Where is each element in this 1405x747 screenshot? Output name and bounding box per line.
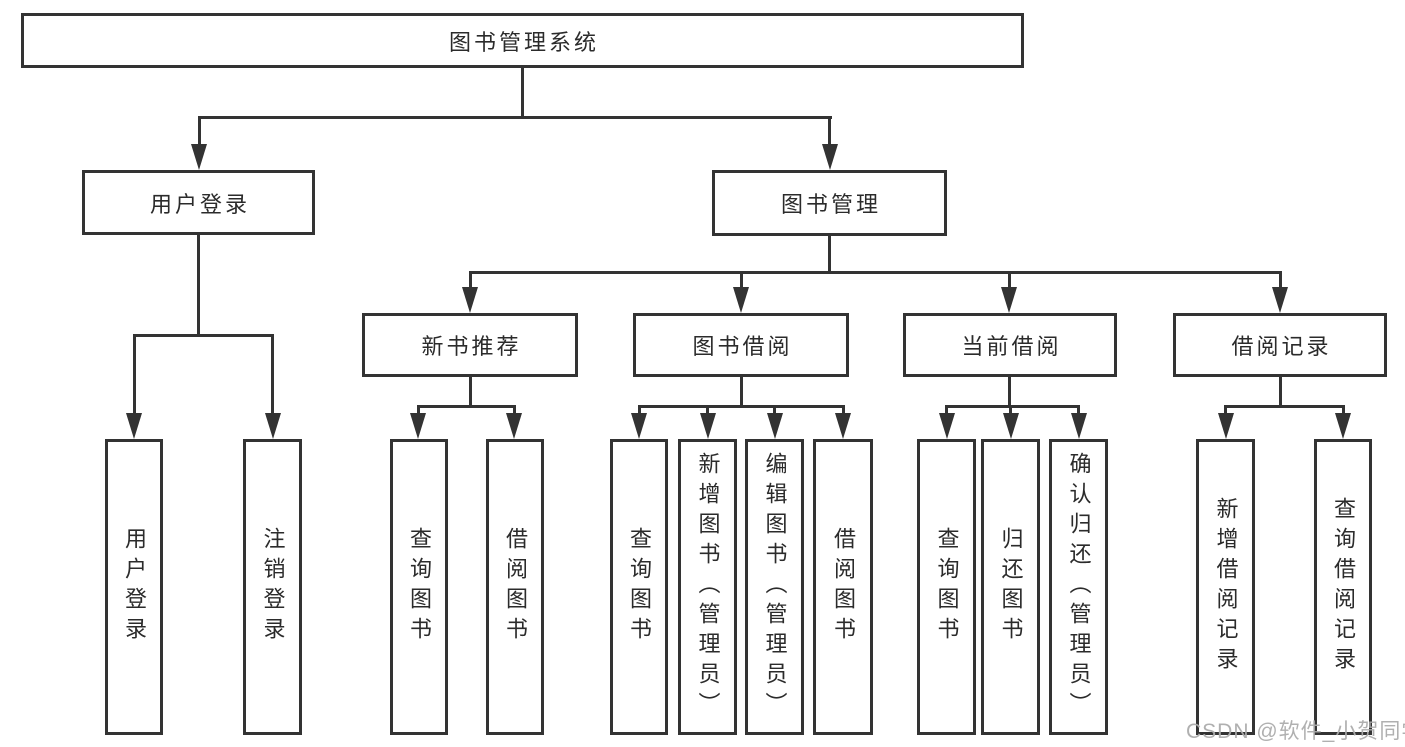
- csdn-watermark: CSDN @软件_小贺同学: [1186, 720, 1405, 743]
- arrow-down-icon: [410, 413, 426, 439]
- leaf-add-books-admin: 新增图书（管理员）: [678, 439, 737, 735]
- leaf-label: 编辑图书（管理员）: [762, 452, 788, 722]
- arrow-down-icon: [1272, 287, 1288, 313]
- connector-line: [133, 334, 274, 337]
- leaf-label: 新增图书（管理员）: [695, 452, 721, 722]
- connector-line: [417, 405, 515, 408]
- connector-line: [513, 405, 516, 417]
- leaf-query-books-current: 查询图书: [917, 439, 976, 735]
- leaf-user-login: 用户登录: [105, 439, 163, 735]
- node-new-book-recommendation: 新书推荐: [362, 313, 578, 377]
- arrow-down-icon: [265, 413, 281, 439]
- connector-line: [638, 405, 844, 408]
- connector-line: [469, 271, 1281, 274]
- connector-line: [1279, 271, 1282, 291]
- leaf-borrow-books: 借阅图书: [813, 439, 873, 735]
- connector-line: [740, 271, 743, 291]
- connector-line: [1224, 405, 1344, 408]
- leaf-query-books-borrowing: 查询图书: [610, 439, 668, 735]
- node-book-borrowing: 图书借阅: [633, 313, 849, 377]
- connector-line: [198, 116, 832, 119]
- leaf-query-borrow-record: 查询借阅记录: [1314, 439, 1372, 735]
- node-user-login: 用户登录: [82, 170, 315, 235]
- arrow-down-icon: [1218, 413, 1234, 439]
- connector-line: [1342, 405, 1345, 417]
- connector-line: [1279, 377, 1282, 407]
- node-current-borrowing: 当前借阅: [903, 313, 1117, 377]
- connector-line: [133, 334, 136, 415]
- connector-line: [1008, 271, 1011, 291]
- node-borrowing-records: 借阅记录: [1173, 313, 1387, 377]
- connector-line: [638, 405, 641, 417]
- node-root-library-management-system: 图书管理系统: [21, 13, 1024, 68]
- leaf-label: 借阅图书: [831, 527, 856, 647]
- connector-line: [945, 405, 1079, 408]
- connector-line: [1224, 405, 1227, 417]
- connector-line: [945, 405, 948, 417]
- connector-line: [842, 405, 845, 417]
- arrow-down-icon: [1071, 413, 1087, 439]
- leaf-label: 确认归还（管理员）: [1066, 452, 1092, 722]
- leaf-borrow-books-recommend: 借阅图书: [486, 439, 544, 735]
- leaf-label: 新增借阅记录: [1213, 497, 1239, 677]
- leaf-label: 用户登录: [122, 527, 147, 647]
- connector-line: [773, 405, 776, 417]
- arrow-down-icon: [822, 144, 838, 170]
- leaf-label: 查询图书: [627, 527, 652, 647]
- connector-line: [740, 377, 743, 407]
- leaf-edit-books-admin: 编辑图书（管理员）: [745, 439, 804, 735]
- arrow-down-icon: [835, 413, 851, 439]
- arrow-down-icon: [1003, 413, 1019, 439]
- node-book-management: 图书管理: [712, 170, 947, 236]
- arrow-down-icon: [506, 413, 522, 439]
- arrow-down-icon: [767, 413, 783, 439]
- connector-line: [1008, 377, 1011, 407]
- arrow-down-icon: [733, 287, 749, 313]
- leaf-label: 注销登录: [260, 527, 286, 647]
- arrow-down-icon: [631, 413, 647, 439]
- leaf-label: 查询借阅记录: [1331, 497, 1356, 677]
- connector-line: [706, 405, 709, 417]
- leaf-label: 归还图书: [998, 527, 1024, 647]
- arrow-down-icon: [1335, 413, 1351, 439]
- leaf-label: 借阅图书: [503, 527, 528, 647]
- leaf-confirm-return-admin: 确认归还（管理员）: [1049, 439, 1108, 735]
- connector-line: [271, 334, 274, 415]
- arrow-down-icon: [462, 287, 478, 313]
- connector-line: [197, 234, 200, 336]
- arrow-down-icon: [939, 413, 955, 439]
- connector-line: [521, 66, 524, 117]
- arrow-down-icon: [126, 413, 142, 439]
- leaf-query-books-recommend: 查询图书: [390, 439, 448, 735]
- leaf-add-borrow-record: 新增借阅记录: [1196, 439, 1255, 735]
- connector-line: [828, 236, 831, 273]
- arrow-down-icon: [191, 144, 207, 170]
- connector-line: [469, 377, 472, 407]
- connector-line: [198, 116, 201, 148]
- connector-line: [417, 405, 420, 417]
- connector-line: [1077, 405, 1080, 417]
- connector-line: [828, 116, 831, 148]
- leaf-label: 查询图书: [407, 527, 432, 647]
- connector-line: [1009, 405, 1012, 417]
- leaf-logout: 注销登录: [243, 439, 302, 735]
- arrow-down-icon: [700, 413, 716, 439]
- leaf-label: 查询图书: [934, 527, 960, 647]
- leaf-return-books: 归还图书: [981, 439, 1040, 735]
- connector-line: [469, 271, 472, 291]
- arrow-down-icon: [1001, 287, 1017, 313]
